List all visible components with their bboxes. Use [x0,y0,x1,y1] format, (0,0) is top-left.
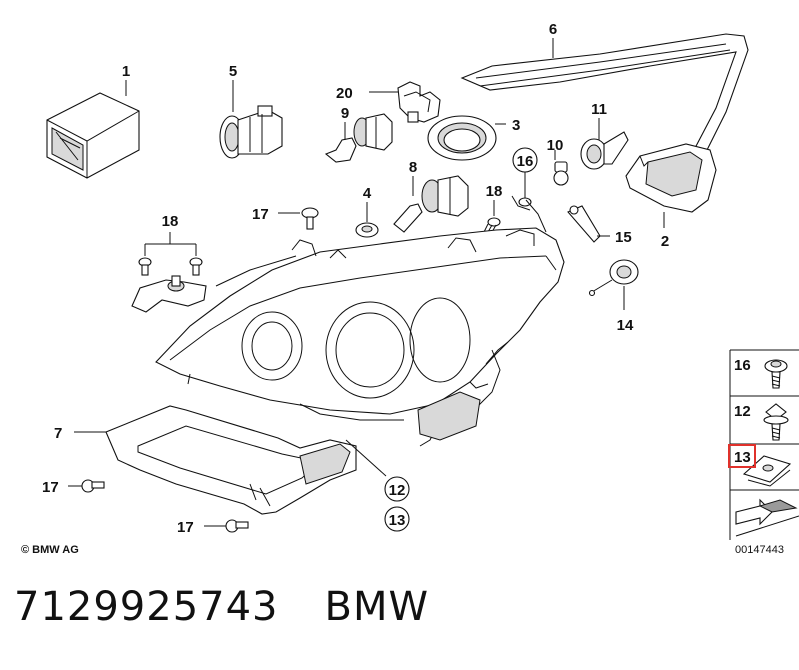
callout-17-top: 17 [252,206,269,223]
footer-title: 7129925743 BMW [14,584,429,630]
callout-16-circle: 16 [517,153,534,170]
brand-name: BMW [324,584,430,630]
callout-13-circle: 13 [389,512,406,529]
part-6-trim-strip [460,33,749,153]
part-14-actuator [588,259,639,310]
part-18-screw-right [483,200,501,233]
highlight-box [728,444,756,468]
circle-12 [384,476,410,502]
catalog-number: 00147443 [735,544,784,556]
legend-label-12: 12 [734,403,751,420]
part-3-seal-ring [427,115,506,161]
callout-9: 9 [341,105,349,122]
circle-13 [384,506,410,532]
headlight-housing [155,195,565,447]
callout-18-left: 18 [162,213,179,230]
part-11-bulb-holder [580,118,629,170]
part-number: 7129925743 [14,584,279,630]
part-17-screw-top [278,207,319,230]
callout-14: 14 [617,317,634,334]
part-10-side-bulb [553,150,569,186]
callout-20: 20 [336,85,353,102]
callout-18-right: 18 [486,183,503,200]
callout-11: 11 [591,101,607,118]
part-16-fixing-point [512,147,538,207]
callout-7: 7 [54,425,62,442]
callout-12-circle: 12 [389,482,406,499]
callout-8: 8 [409,159,417,176]
callout-3: 3 [512,117,520,134]
callout-1: 1 [122,63,130,80]
callout-17-bottom: 17 [177,519,194,536]
part-18-mounting-bracket [131,232,207,313]
callout-5: 5 [229,63,237,80]
part-20-retaining-clip [369,81,441,123]
part-8-xenon-bulb [393,175,469,233]
legend-label-13: 13 [734,449,751,466]
part-5-bulb-socket [219,80,283,159]
part-1-module-box [46,80,140,179]
part-4-nut [355,202,379,238]
callout-6: 6 [549,21,557,38]
callout-4: 4 [363,185,372,202]
part-2-cover [625,143,717,228]
legend-label-16: 16 [734,357,751,374]
part-7-support-frame [74,405,387,515]
callout-2: 2 [661,233,669,250]
part-15-lever [567,205,610,243]
callout-10: 10 [547,137,564,154]
part-9-halogen-bulb [324,113,393,163]
callout-17-left: 17 [42,479,59,496]
fastener-legend [728,349,799,540]
part-17-screw-bottom [204,519,249,533]
copyright-text: © BMW AG [21,544,79,556]
callout-15: 15 [615,229,632,246]
part-17-screw-left [68,479,105,493]
